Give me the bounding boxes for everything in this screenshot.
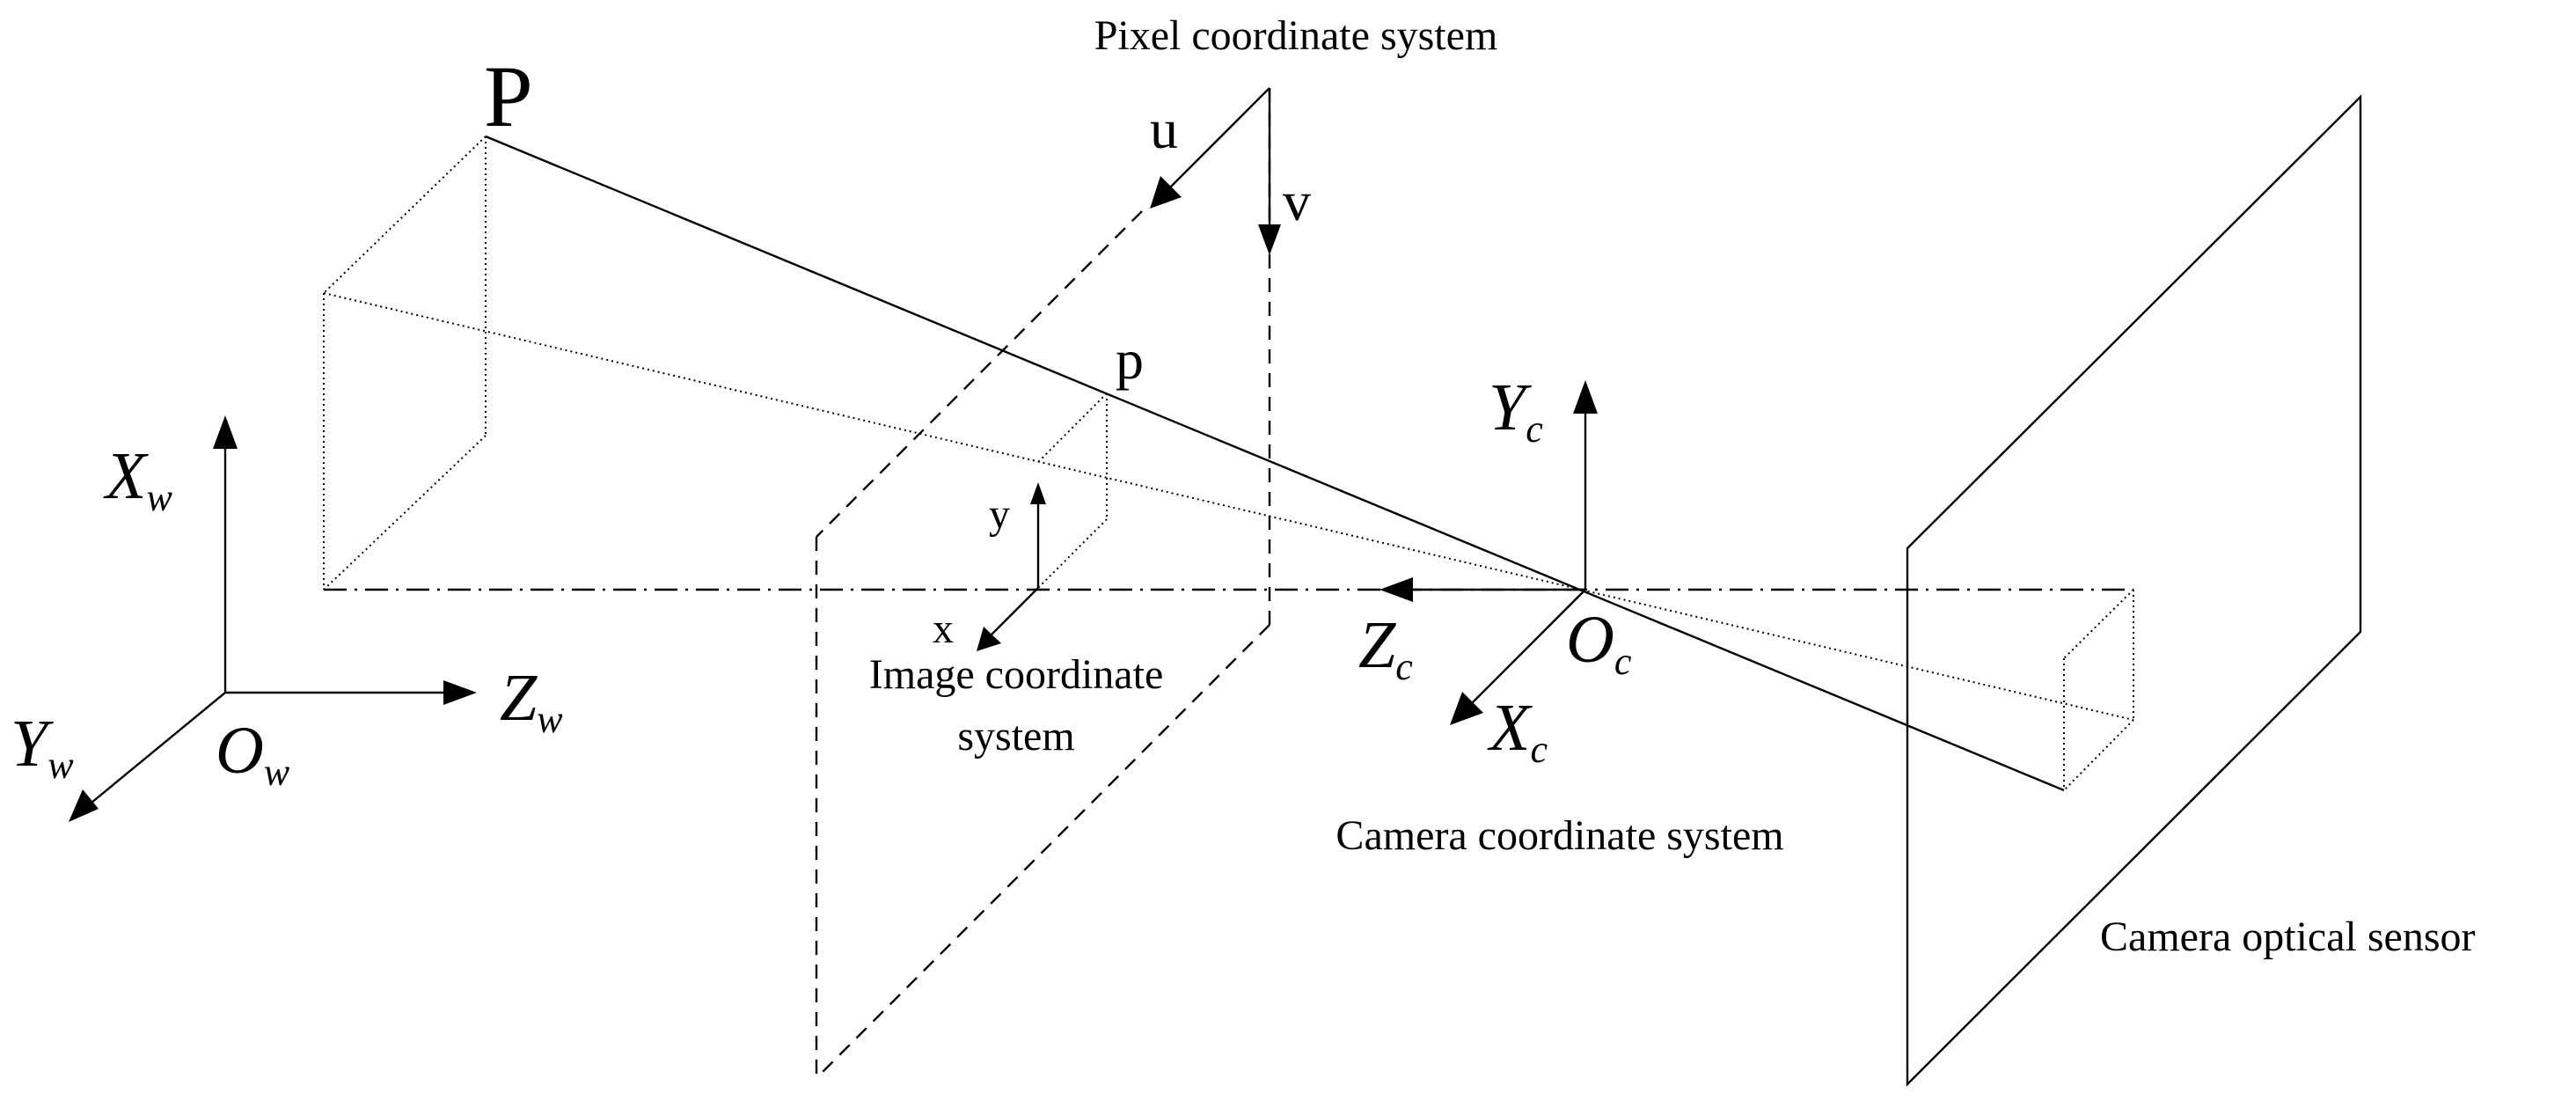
y-label: y	[989, 491, 1010, 538]
camera-y-label: Yc	[1489, 371, 1543, 451]
sensor-label: Camera optical sensor	[2100, 914, 2476, 960]
pixel-u-axis	[1150, 87, 1270, 209]
v-label: v	[1283, 170, 1311, 232]
world-x-axis	[213, 415, 238, 693]
x-label: x	[933, 605, 954, 652]
projection-ray-P	[485, 135, 2065, 792]
world-origin-label: Ow	[216, 714, 290, 794]
camera-z-axis	[1379, 577, 1585, 602]
image-y-axis	[1030, 482, 1046, 588]
world-object-box	[323, 136, 487, 591]
sensor-box	[2063, 589, 2134, 791]
camera-z-label: Zc	[1358, 608, 1413, 688]
image-x-axis	[977, 587, 1039, 651]
camera-origin-label: Oc	[1566, 603, 1632, 683]
world-y-label: Yw	[11, 707, 74, 787]
world-x-label: Xw	[103, 439, 172, 519]
world-z-label: Zw	[500, 661, 563, 741]
world-y-axis	[69, 692, 226, 822]
image-system-label-line1: Image coordinate	[869, 651, 1164, 698]
world-z-axis	[225, 680, 477, 705]
camera-x-label: Xc	[1487, 691, 1548, 771]
projection-ray-dotted	[323, 292, 2134, 721]
image-point-box	[1037, 393, 1108, 589]
camera-sensor-plane	[1906, 94, 2362, 1087]
camera-x-axis	[1450, 589, 1586, 725]
image-point-label: p	[1116, 328, 1144, 391]
image-system-label-line2: system	[957, 713, 1074, 759]
camera-y-axis	[1573, 380, 1598, 590]
u-label: u	[1150, 98, 1178, 160]
world-point-label: P	[484, 48, 533, 145]
image-plane	[815, 88, 1271, 1079]
pixel-system-label: Pixel coordinate system	[1094, 12, 1498, 59]
camera-system-label: Camera coordinate system	[1336, 812, 1783, 859]
pixel-v-axis	[1258, 88, 1281, 255]
